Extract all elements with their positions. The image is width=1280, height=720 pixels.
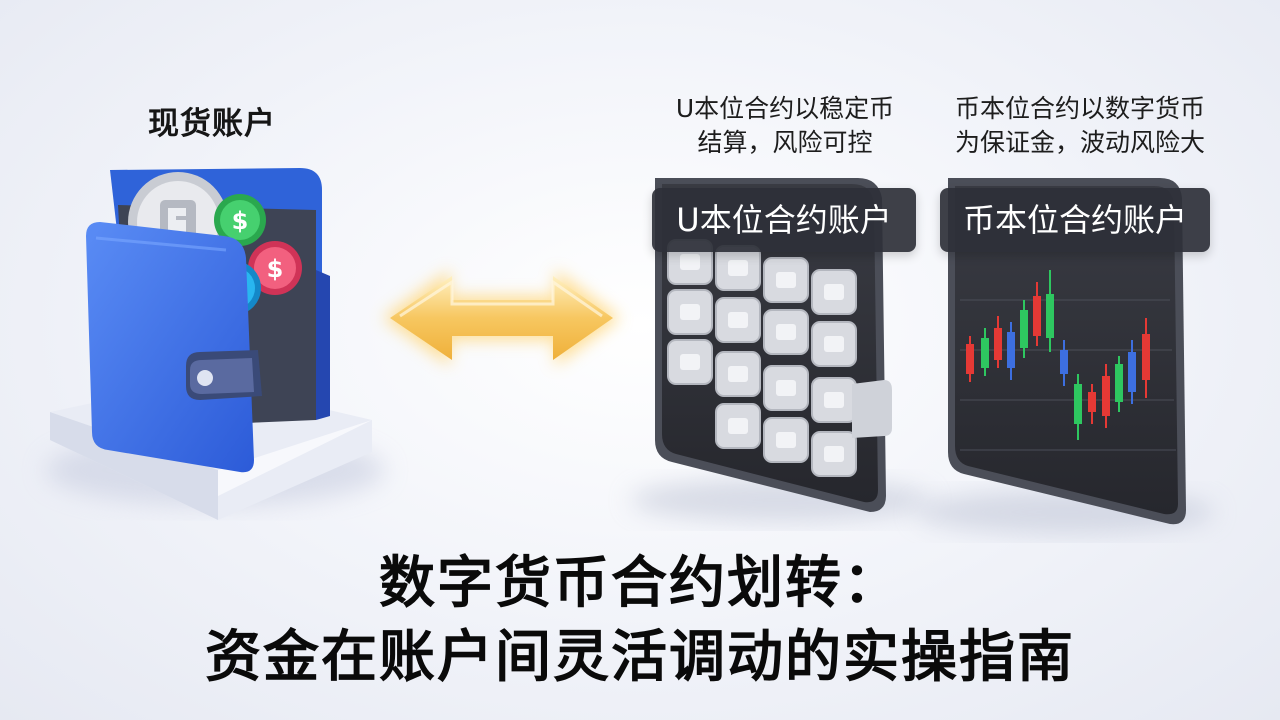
u-margin-account-label: U本位合约账户 — [652, 188, 916, 252]
coin-pink-icon: $ — [248, 241, 302, 295]
u-margin-description-line2: 结算，风险可控 — [697, 128, 873, 157]
coin-margin-description-line1: 币本位合约以数字货币 — [954, 94, 1205, 123]
coin-margin-description-line2: 为保证金，波动风险大 — [954, 128, 1205, 157]
spot-account-label: 现货账户 — [148, 106, 276, 142]
wallet-icon: $ $ $ — [45, 168, 385, 520]
coin-margin-account-label: 币本位合约账户 — [940, 188, 1210, 252]
headline-line1: 数字货币合约划转： — [379, 551, 901, 616]
stablecoin-wallet-icon — [630, 178, 930, 522]
u-margin-description-line1: U本位合约以稳定币 — [675, 94, 895, 123]
coin-margin-description: 币本位合约以数字货币 为保证金，波动风险大 — [930, 92, 1230, 160]
svg-text:$: $ — [232, 207, 249, 235]
coin-green-icon: $ — [214, 194, 266, 246]
u-margin-description: U本位合约以稳定币 结算，风险可控 — [650, 92, 920, 160]
headline-line2: 资金在账户间灵活调动的实操指南 — [205, 625, 1075, 690]
candlestick-chart-icon — [915, 178, 1215, 534]
svg-text:$: $ — [267, 255, 284, 283]
double-arrow-icon — [383, 270, 620, 366]
